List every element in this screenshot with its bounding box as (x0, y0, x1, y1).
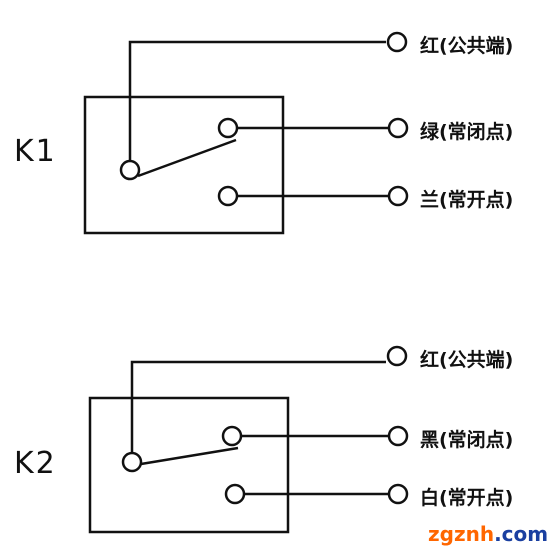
relay-k2-nc-contact (221, 425, 243, 447)
watermark-part-b: .com (494, 522, 549, 546)
relay-k2-terminal-2 (387, 425, 409, 447)
relay-k1-terminal-3 (387, 185, 409, 207)
relay-k2-common-contact (121, 451, 143, 473)
relay-k2-terminal-3-label: 白(常开点) (420, 487, 514, 509)
relay-k1-terminal-1 (386, 31, 408, 53)
relay-k2-terminal-1-label: 红(公共端) (420, 349, 514, 371)
relay-k1 (83, 31, 409, 235)
relay-k2-common-wire (130, 360, 386, 452)
relay-k2-terminal-2-label: 黑(常闭点) (420, 429, 514, 451)
relay-k1-common-wire (128, 40, 386, 160)
watermark: zgznh.com (428, 522, 548, 546)
relay-k2-no-contact (224, 483, 246, 505)
relay-k2-terminal-1 (386, 345, 408, 367)
relay-k2-box (88, 396, 290, 534)
relay-k2-terminal-3 (387, 483, 409, 505)
relay-k2 (88, 345, 409, 534)
relay-k1-terminal-3-label: 兰(常开点) (420, 189, 514, 211)
relay-k1-switch-arm (137, 138, 237, 178)
relay-k1-terminal-2 (387, 117, 409, 139)
relay-k1-terminal-2-label: 绿(常闭点) (420, 121, 514, 143)
relay-k1-common-contact (119, 159, 141, 181)
relay-k1-no-contact (217, 185, 239, 207)
relay-k2-switch-arm (140, 446, 239, 466)
relay-k1-box (83, 95, 285, 235)
relay-k1-nc-contact (217, 117, 239, 139)
relay-k2-label: K2 (14, 446, 57, 481)
watermark-part-a: zgznh (428, 522, 495, 546)
relay-k1-label: K1 (14, 134, 57, 169)
relay-k1-terminal-1-label: 红(公共端) (420, 35, 514, 57)
